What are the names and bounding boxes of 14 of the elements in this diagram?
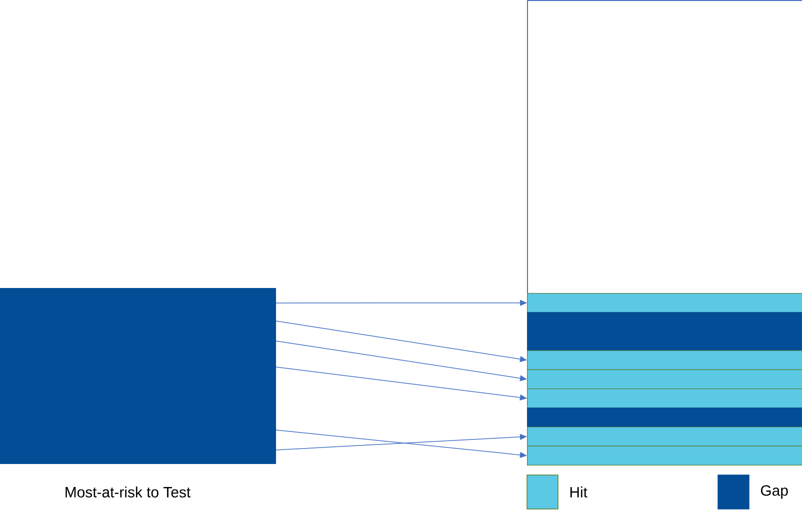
legend-label: Hit [570, 486, 588, 498]
hit-bar [527, 446, 802, 466]
hit-bar [527, 350, 802, 370]
gap-bar [527, 408, 802, 428]
node-caption: Most-at-risk to Test [66, 486, 190, 498]
container-box [527, 0, 802, 294]
gap-bar [527, 331, 802, 351]
hit-bar [527, 369, 802, 390]
hit-bar [527, 388, 802, 408]
legend-label: Gap [760, 485, 788, 499]
hit-bar [527, 426, 802, 446]
hit-bar [527, 293, 802, 313]
group-box [0, 288, 276, 464]
gap-bar [527, 312, 802, 332]
